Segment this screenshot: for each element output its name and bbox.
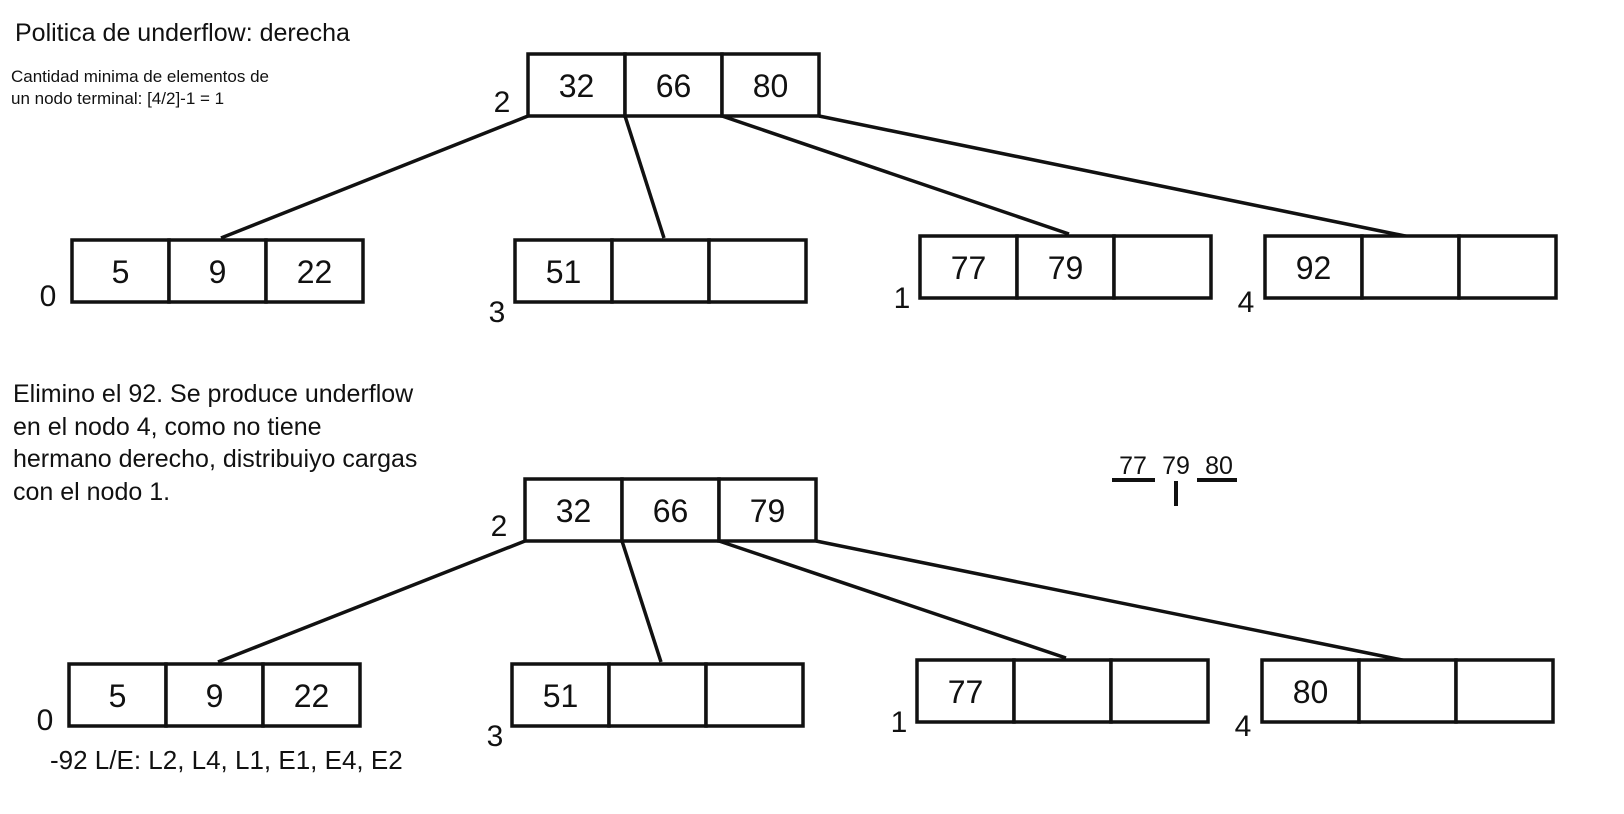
redistribution-left-key: 77 — [1119, 452, 1147, 480]
node-cell — [1015, 234, 1116, 300]
node-key: 22 — [294, 678, 330, 714]
tree-edge — [220, 114, 529, 240]
node-number-label: 2 — [494, 86, 511, 119]
node-cell — [1112, 234, 1213, 300]
explanation-line1: Elimino el 92. Se produce underflow — [13, 380, 414, 408]
node-cell — [167, 238, 268, 304]
node-key: 51 — [546, 254, 582, 290]
node-number-label: 3 — [487, 720, 504, 753]
node-key: 51 — [543, 678, 579, 714]
node-key: 32 — [559, 68, 595, 104]
node-cell — [704, 662, 805, 728]
btree-after-deletion: 32 66 79 2 5 9 22 0 51 3 77 1 80 4 — [37, 477, 1555, 753]
node-key: 5 — [109, 678, 127, 714]
leaf-node: 51 3 — [487, 662, 805, 753]
node-cell — [70, 238, 171, 304]
node-cell — [526, 52, 627, 118]
node-key: 80 — [1293, 674, 1329, 710]
node-number-label: 4 — [1235, 710, 1252, 743]
node-cell — [1360, 234, 1461, 300]
node-cell — [607, 662, 708, 728]
node-number-label: 3 — [489, 296, 506, 329]
node-key: 77 — [948, 674, 984, 710]
leaf-node: 5 9 22 0 — [40, 238, 365, 313]
node-number-label: 4 — [1238, 286, 1255, 319]
node-cell — [610, 238, 711, 304]
node-cell — [261, 662, 362, 728]
node-cell — [707, 238, 808, 304]
leaf-node: 77 79 1 — [894, 234, 1213, 315]
leaf-node: 80 4 — [1235, 658, 1555, 743]
leaf-node: 51 3 — [489, 238, 808, 329]
btree-before-deletion: 32 66 80 2 5 9 22 0 51 3 77 79 1 92 4 — [40, 52, 1558, 329]
explanation-line3: hermano derecho, distribuiyo cargas — [13, 445, 418, 473]
page-title: Politica de underflow: derecha — [15, 19, 350, 47]
node-cell — [918, 234, 1019, 300]
tree-edge — [718, 539, 1067, 660]
tree-edge — [623, 115, 666, 239]
node-key: 79 — [1048, 250, 1084, 286]
min-elements-note: Cantidad minima de elementos de un nodo t… — [11, 66, 269, 110]
node-key: 9 — [209, 254, 227, 290]
node-cell — [623, 52, 724, 118]
node-number-label: 2 — [491, 510, 508, 543]
node-number-label: 1 — [891, 706, 908, 739]
explanation-line4: con el nodo 1. — [13, 477, 171, 506]
deletion-explanation: Elimino el 92. Se produce underflow en el… — [13, 378, 417, 508]
leaf-node: 5 9 22 0 — [37, 662, 362, 737]
node-cell — [1457, 234, 1558, 300]
node-key: 92 — [1296, 250, 1332, 286]
node-number-label: 0 — [40, 280, 57, 313]
min-note-line2: un nodo terminal: [4/2]-1 = 1 — [11, 88, 225, 108]
node-key: 22 — [297, 254, 333, 290]
tree-edge — [721, 114, 1070, 236]
node-cell — [1454, 658, 1555, 724]
node-cell — [717, 477, 818, 543]
redistribution-right-key: 80 — [1205, 452, 1233, 480]
node-key: 66 — [656, 68, 692, 104]
node-cell — [264, 238, 365, 304]
tree-edge — [217, 539, 526, 664]
read-write-operations: -92 L/E: L2, L4, L1, E1, E4, E2 — [50, 745, 403, 775]
node-cell — [1109, 658, 1210, 724]
node-cell — [523, 477, 624, 543]
min-note-line1: Cantidad minima de elementos de — [11, 67, 269, 86]
node-key: 5 — [112, 254, 130, 290]
tree-edge — [815, 539, 1408, 663]
node-number-label: 0 — [37, 704, 54, 737]
tree-edge — [620, 540, 663, 663]
redistribution-sketch: 77 79 80 — [1112, 452, 1237, 506]
tree-edge — [818, 114, 1411, 239]
node-number-label: 1 — [894, 282, 911, 315]
leaf-node: 77 1 — [891, 658, 1210, 739]
node-cell — [1263, 234, 1364, 300]
node-key: 66 — [653, 493, 689, 529]
leaf-node: 92 4 — [1238, 234, 1558, 319]
node-key: 9 — [206, 678, 224, 714]
redistribution-middle-key: 79 — [1162, 452, 1190, 480]
node-cell — [1012, 658, 1113, 724]
node-cell — [720, 52, 821, 118]
explanation-line2: en el nodo 4, como no tiene — [13, 412, 322, 441]
node-cell — [1357, 658, 1458, 724]
root-node: 32 66 80 2 — [494, 52, 821, 119]
node-key: 80 — [753, 68, 789, 104]
node-key: 77 — [951, 250, 987, 286]
node-cell — [915, 658, 1016, 724]
node-key: 79 — [750, 493, 786, 529]
node-key: 32 — [556, 493, 592, 529]
root-node: 32 66 79 2 — [491, 477, 818, 543]
node-cell — [164, 662, 265, 728]
